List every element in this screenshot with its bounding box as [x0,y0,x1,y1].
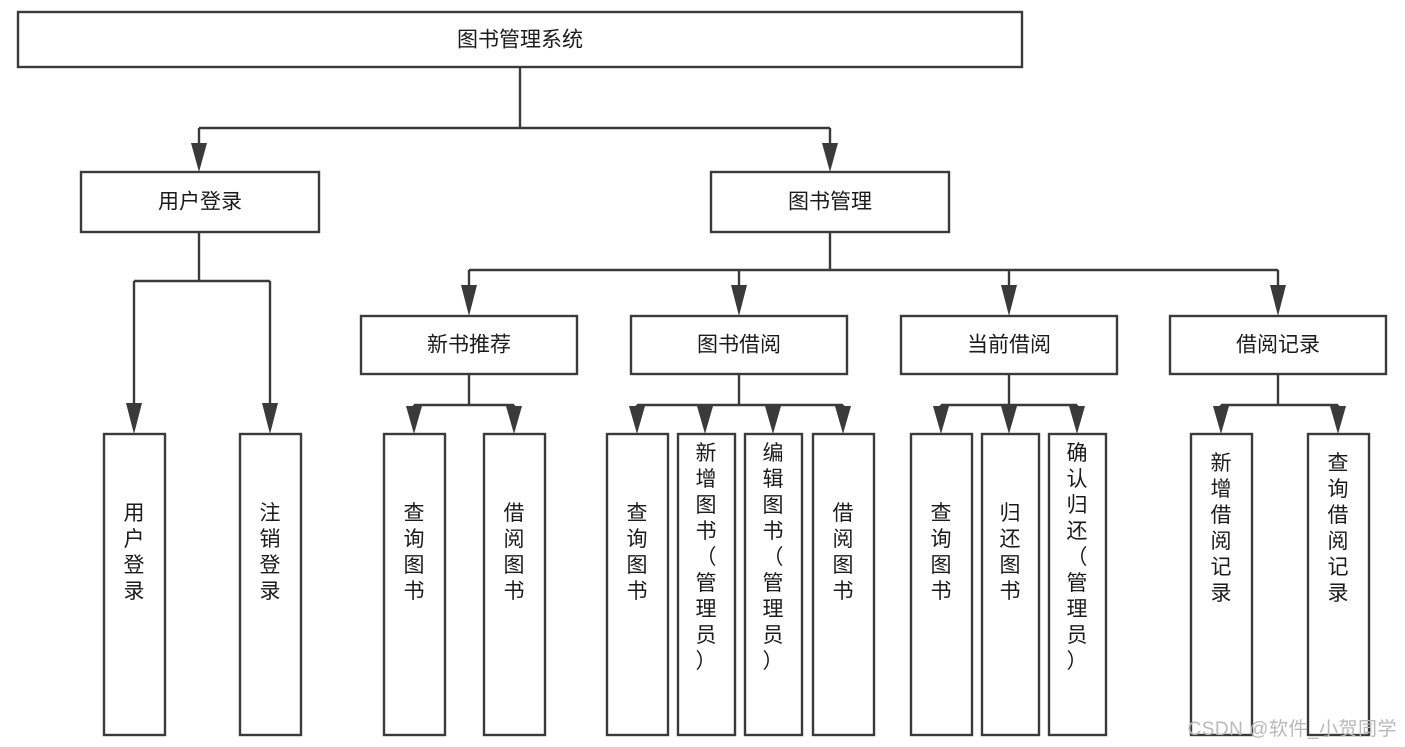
node-root-box[interactable] [16,10,1024,69]
node-leaf-query-book-3[interactable]: 查询图书 [909,432,974,737]
arrowhead-leaf-borrow-book-1 [506,406,522,434]
node-borrow-record[interactable]: 借阅记录 [1168,314,1388,376]
node-leaf-edit-book-box[interactable] [743,432,804,737]
arrowhead-new-book-recommend [461,285,477,316]
node-leaf-confirm-return-box[interactable] [1047,432,1108,737]
node-leaf-borrow-book-1-box[interactable] [482,432,547,737]
node-book-management-box[interactable] [709,170,951,234]
arrowhead-leaf-confirm-return [1069,406,1085,434]
node-new-book-recommend-label: 新书推荐 [427,334,511,357]
node-borrow-record-label: 借阅记录 [1236,334,1320,357]
node-leaf-borrow-book-2[interactable]: 借阅图书 [811,432,876,737]
arrowhead-leaf-query-book-1 [406,406,422,434]
arrowhead-user-login [191,143,207,172]
node-leaf-add-record-box[interactable] [1189,432,1254,737]
arrowhead-leaf-edit-book [765,406,781,434]
node-book-borrow[interactable]: 图书借阅 [629,314,849,376]
node-leaf-borrow-book-1-label: 借阅图书 [504,502,525,603]
node-leaf-add-record[interactable]: 新增借阅记录 [1189,432,1254,737]
arrowhead-leaf-query-record [1330,406,1346,434]
arrowhead-borrow-record [1270,285,1286,316]
arrowhead-book-borrow [731,285,747,316]
node-leaf-logout-box[interactable] [238,432,303,737]
node-leaf-query-book-1-box[interactable] [382,432,447,737]
node-leaf-add-book[interactable]: 新增图书（管理员） [676,432,737,737]
node-user-login-label: 用户登录 [158,191,242,214]
node-leaf-logout-label: 注销登录 [260,502,281,603]
node-leaf-edit-book[interactable]: 编辑图书（管理员） [743,432,804,737]
node-leaf-user-login-box[interactable] [102,432,167,737]
node-new-book-recommend[interactable]: 新书推荐 [359,314,579,376]
node-leaf-query-book-2-label: 查询图书 [627,502,648,603]
node-leaf-edit-book-label: 编辑图书（管理员） [763,442,784,673]
node-leaf-query-book-3-box[interactable] [909,432,974,737]
node-book-borrow-box[interactable] [629,314,849,376]
node-leaf-return-book[interactable]: 归还图书 [980,432,1041,737]
node-leaf-query-book-1[interactable]: 查询图书 [382,432,447,737]
csdn-watermark: CSDN @软件_小贺同学 [1187,719,1397,740]
node-book-management-label: 图书管理 [788,191,872,214]
node-leaf-query-book-3-label: 查询图书 [931,502,952,603]
node-borrow-record-box[interactable] [1168,314,1388,376]
node-user-login[interactable]: 用户登录 [79,170,321,234]
arrowhead-leaf-query-book-3 [933,406,949,434]
arrowhead-leaf-add-book [697,406,713,434]
node-current-borrow-box[interactable] [899,314,1119,376]
node-leaf-add-book-label: 新增图书（管理员） [696,442,717,673]
node-current-borrow[interactable]: 当前借阅 [899,314,1119,376]
node-root[interactable]: 图书管理系统 [16,10,1024,69]
node-leaf-query-record[interactable]: 查询借阅记录 [1306,432,1371,737]
node-current-borrow-label: 当前借阅 [967,334,1051,357]
node-new-book-recommend-box[interactable] [359,314,579,376]
node-leaf-query-book-1-label: 查询图书 [404,502,425,603]
arrowhead-leaf-query-book-2 [629,406,645,434]
arrowhead-current-borrow [1001,285,1017,316]
node-user-login-box[interactable] [79,170,321,234]
arrowhead-leaf-borrow-book-2 [835,406,851,434]
node-book-borrow-label: 图书借阅 [697,334,781,357]
node-leaf-return-book-box[interactable] [980,432,1041,737]
node-leaf-logout[interactable]: 注销登录 [238,432,303,737]
node-leaf-add-record-label: 新增借阅记录 [1211,452,1232,605]
node-leaf-confirm-return[interactable]: 确认归还（管理员） [1047,432,1108,737]
node-leaf-query-book-2[interactable]: 查询图书 [605,432,670,737]
node-leaf-borrow-book-1[interactable]: 借阅图书 [482,432,547,737]
connector-layer [126,67,1346,434]
node-leaf-borrow-book-2-box[interactable] [811,432,876,737]
arrowhead-leaf-user-login [126,403,142,434]
node-leaf-return-book-label: 归还图书 [1000,502,1021,603]
arrowhead-leaf-add-record [1213,406,1229,434]
arrowhead-leaf-return-book [1001,406,1017,434]
node-leaf-query-record-label: 查询借阅记录 [1328,452,1349,605]
node-leaf-add-book-box[interactable] [676,432,737,737]
node-leaf-user-login-label: 用户登录 [124,502,145,603]
node-leaf-query-record-box[interactable] [1306,432,1371,737]
node-root-label: 图书管理系统 [457,29,583,52]
arrowhead-leaf-logout [262,403,278,434]
arrowhead-book-management [822,143,838,172]
node-book-management[interactable]: 图书管理 [709,170,951,234]
node-leaf-user-login[interactable]: 用户登录 [102,432,167,737]
node-leaf-query-book-2-box[interactable] [605,432,670,737]
node-leaf-borrow-book-2-label: 借阅图书 [833,502,854,603]
node-leaf-confirm-return-label: 确认归还（管理员） [1067,442,1088,673]
